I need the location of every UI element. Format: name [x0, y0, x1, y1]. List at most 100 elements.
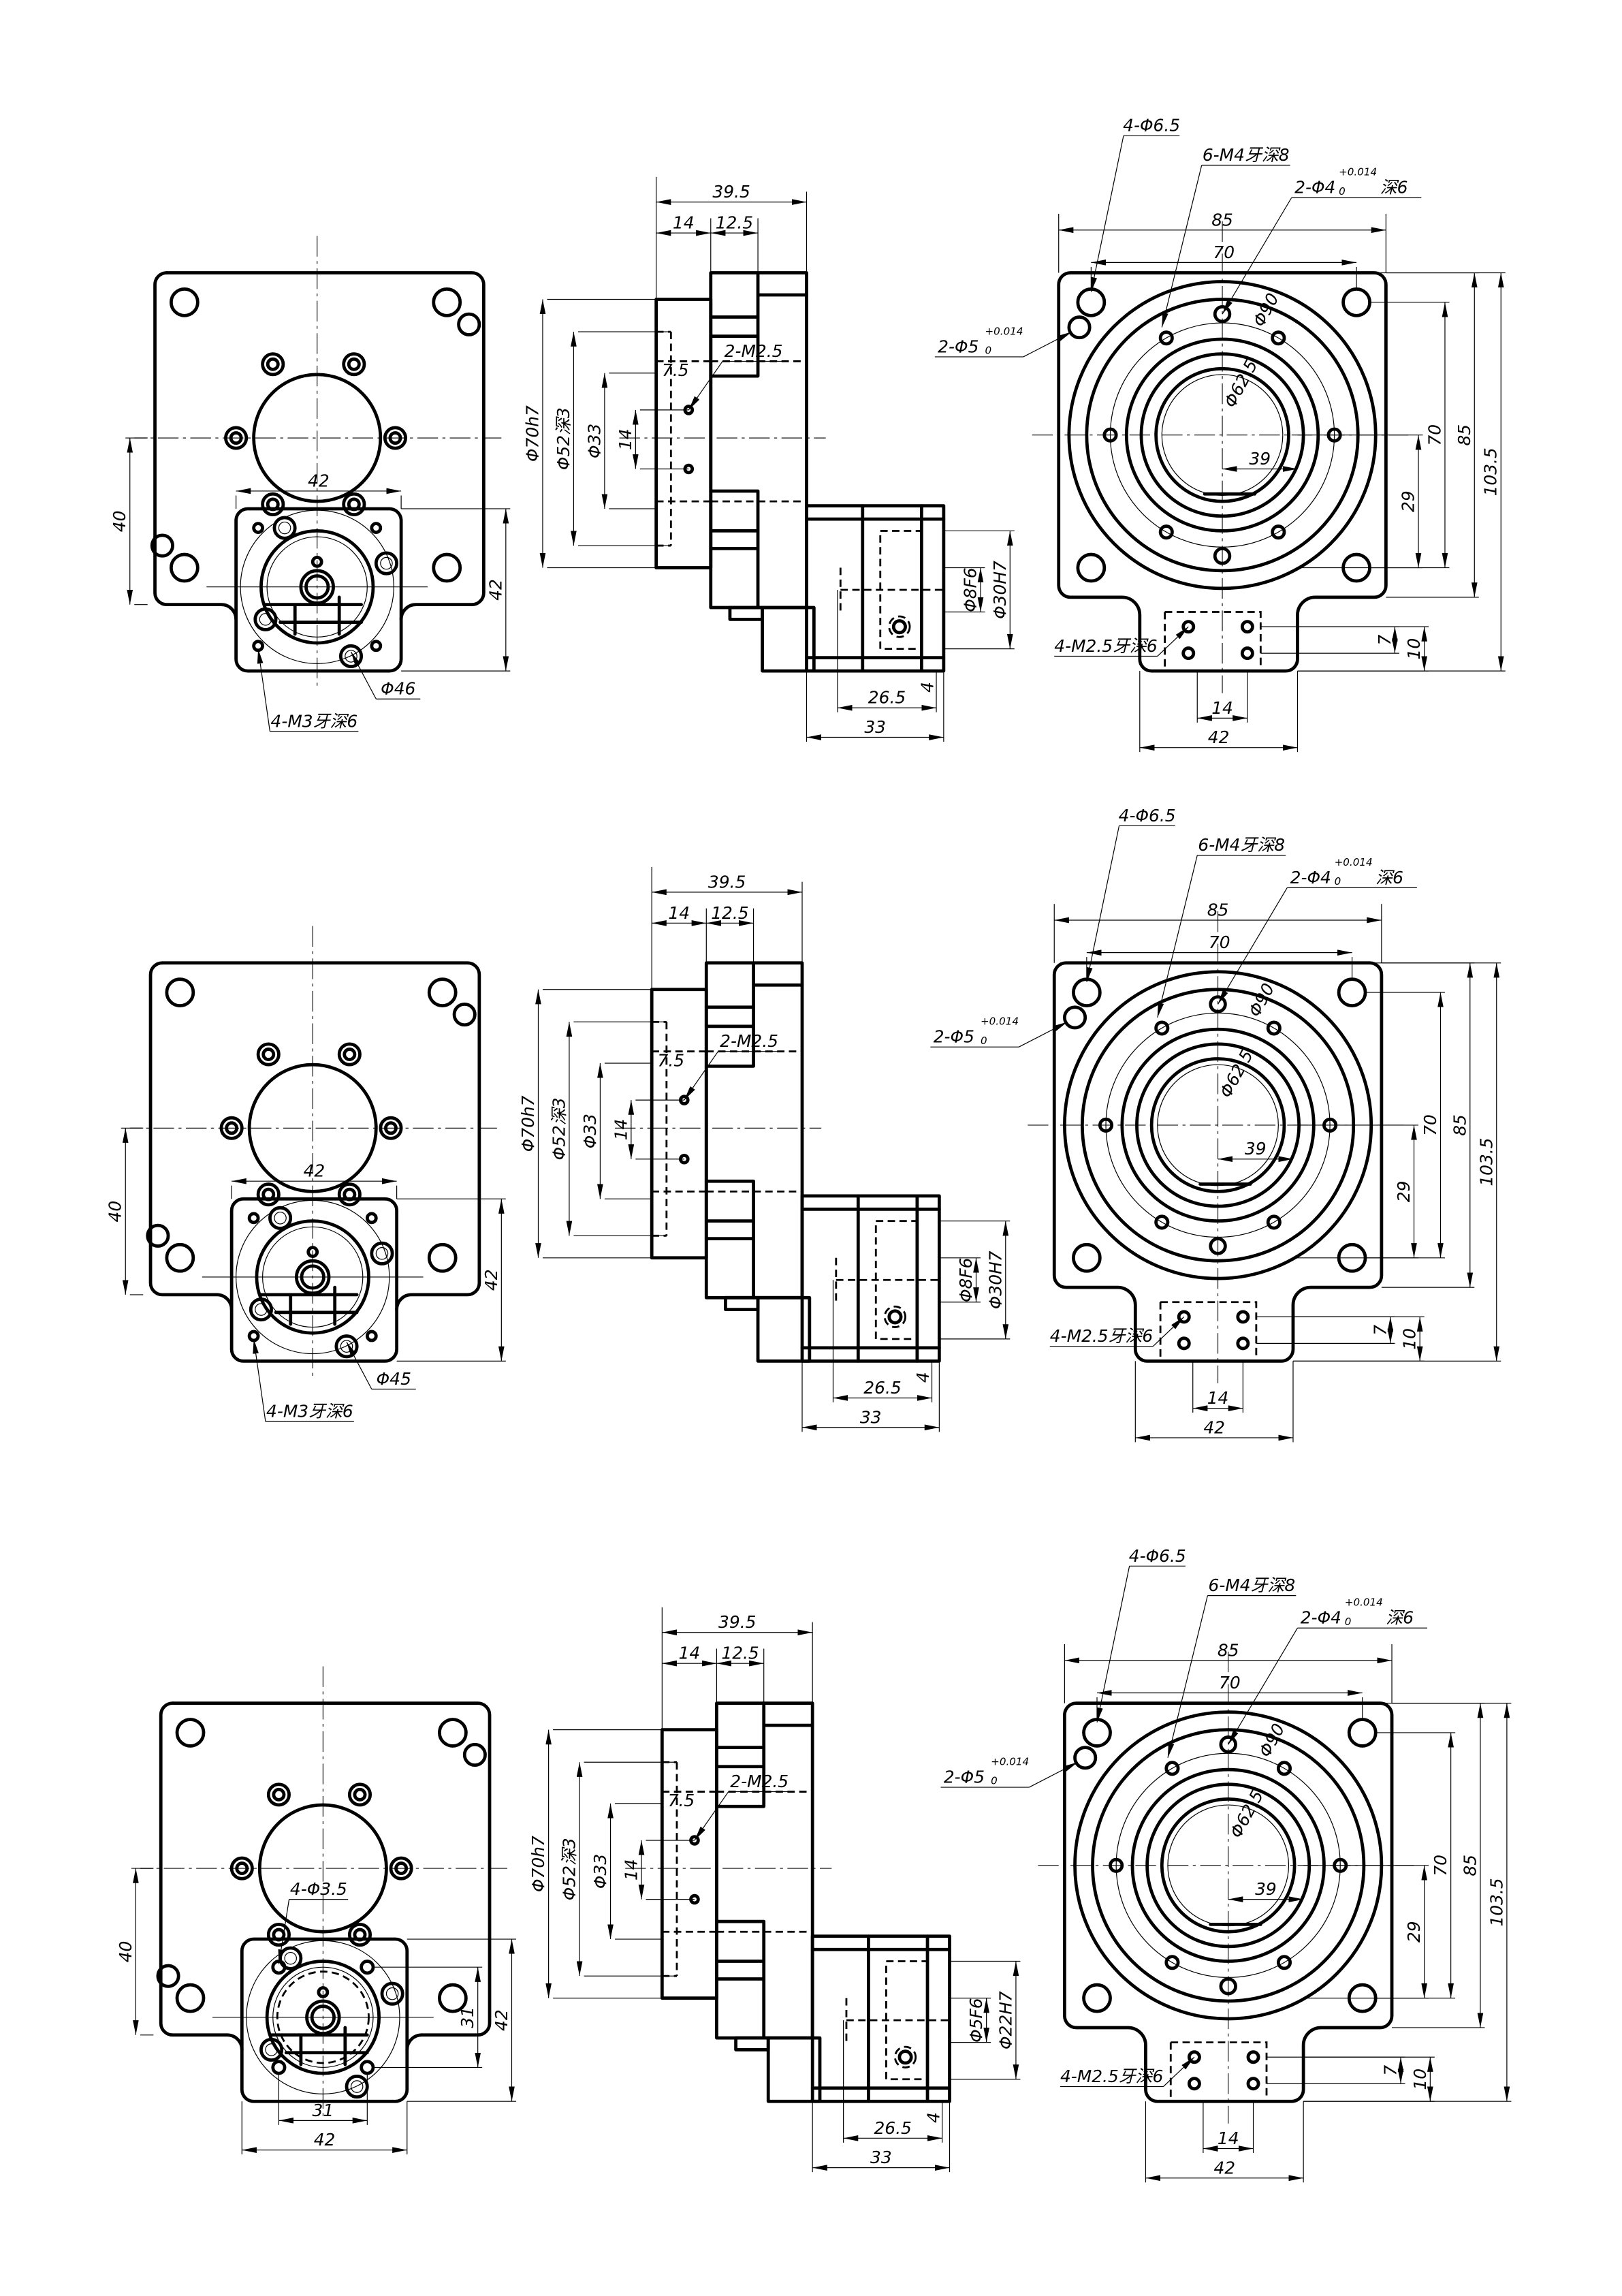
- bolt-hex: [375, 1247, 389, 1260]
- dim-label-s-b: 12.5: [721, 1644, 759, 1663]
- m4-tapped-hole: [1158, 330, 1174, 346]
- tab-tapped-hole: [1181, 646, 1196, 661]
- leader-line: [1157, 626, 1189, 657]
- dim-label-r-pin2: 2-Φ5: [934, 1027, 974, 1047]
- mount-hole: [383, 426, 407, 450]
- m4-tapped-hole: [1271, 330, 1286, 346]
- dim-label-r-h3: 103.5: [1476, 1137, 1496, 1186]
- dim-label-left-left: 40: [106, 1201, 125, 1223]
- leader-line: [1167, 1595, 1208, 1758]
- plate-outline: [148, 961, 234, 1311]
- motor-shaft-bore: [300, 1264, 325, 1290]
- housing-tab: [734, 2036, 770, 2051]
- leader-line: [688, 361, 723, 411]
- dowel-hole: [1063, 1005, 1087, 1030]
- dim-label-r-h1: 70: [1425, 424, 1444, 446]
- bolt-head: [253, 607, 278, 631]
- dim-label-r-pin-depth: 深6: [1380, 178, 1408, 198]
- bolt-head: [268, 1206, 293, 1230]
- dim-label-r-tab-w2: 42: [1203, 1417, 1225, 1437]
- dim-label-r-w2: 70: [1219, 1673, 1241, 1693]
- dim-label-s-b: 12.5: [716, 213, 753, 233]
- bolt-hex: [259, 613, 272, 626]
- center-bore: [1154, 366, 1290, 503]
- dim-label-left-holes: 4-Φ3.5: [290, 1879, 347, 1899]
- leader-line: [1090, 136, 1124, 292]
- dim-label-left-pcd: Φ46: [381, 679, 415, 699]
- dim-label-left-bottom1: 31: [313, 2101, 334, 2120]
- housing-step-bottom: [704, 1179, 755, 1300]
- dim-label-s-off: 7.5: [658, 1050, 685, 1070]
- m4-tapped-hole: [1271, 524, 1286, 540]
- pin-hole: [1213, 547, 1232, 565]
- dim-label-s-b: 12.5: [711, 903, 748, 923]
- dim-label-r-pcd1: Φ62.5: [1220, 356, 1262, 411]
- bolt-hex: [385, 1987, 399, 2000]
- corner-hole: [452, 1003, 477, 1027]
- housing-tab: [728, 606, 764, 621]
- leader-line: [1161, 165, 1203, 328]
- dim-label-s-len3: 33: [864, 717, 886, 737]
- dim-label-left-left: 40: [110, 511, 129, 533]
- hidden-detail: [270, 2026, 369, 2066]
- dim-label-r-tab-tap: 4-M2.5牙深6: [1050, 1326, 1153, 1346]
- bolt-head: [334, 1334, 359, 1359]
- dim-label-r-holes: 4-Φ6.5: [1129, 1546, 1186, 1566]
- keyway: [306, 1246, 319, 1259]
- dim-label-r-tab-tap: 4-M2.5牙深6: [1054, 636, 1157, 656]
- dim-label-r-holes: 4-Φ6.5: [1119, 806, 1176, 825]
- pin-hole: [1209, 1237, 1227, 1255]
- motor-tapped-hole: [247, 1212, 260, 1225]
- dim-label-s-a: 14: [668, 903, 690, 923]
- tab-tapped-hole: [1187, 2077, 1201, 2091]
- dim-label-left-top: 42: [308, 471, 330, 490]
- corner-hole: [150, 533, 174, 558]
- tab-tapped-hole: [1236, 1336, 1250, 1351]
- corner-hole: [146, 1223, 170, 1248]
- mount-hole: [266, 1782, 291, 1807]
- housing-outline: [1063, 1701, 1394, 2103]
- bolt-hex: [350, 2080, 364, 2093]
- motor-flange: [229, 1197, 398, 1363]
- housing-step-bottom: [715, 1919, 766, 2040]
- dim-label-r-tol-up: +0.014: [981, 1016, 1019, 1028]
- dim-label-r-w2: 70: [1213, 242, 1235, 262]
- dim-label-s-len1: 26.5: [863, 1378, 901, 1398]
- dim-label-r-tol-up: +0.014: [1345, 1597, 1383, 1609]
- mount-hole: [347, 1923, 372, 1947]
- dim-label-r-w1: 85: [1211, 210, 1233, 230]
- mount-hole: [1082, 1718, 1112, 1748]
- dim-label-s-a: 14: [679, 1644, 701, 1663]
- dim-label-s-d3: Φ33: [580, 1114, 600, 1148]
- corner-hole: [438, 1983, 468, 2013]
- corner-hole: [165, 1242, 195, 1273]
- motor-tapped-hole: [370, 640, 383, 652]
- dim-label-r-pin: 2-Φ4: [1301, 1608, 1341, 1628]
- dim-label-s-len2: 4: [913, 1372, 933, 1383]
- dim-label-s-total: 39.5: [712, 182, 750, 202]
- m4-tapped-hole: [1158, 524, 1174, 540]
- motor-adapter: [800, 1194, 941, 1363]
- dim-label-r-tol-lo: 0: [991, 1775, 998, 1787]
- leader-line: [684, 1051, 719, 1101]
- motor-tapped-hole: [271, 2060, 287, 2075]
- leader-line: [253, 1338, 266, 1422]
- dim-label-r-w2: 70: [1209, 932, 1230, 952]
- dim-label-r-h2: 85: [1450, 1114, 1469, 1136]
- coupling-screw: [897, 2049, 913, 2065]
- plate-outline: [160, 961, 481, 1311]
- bolt-hex: [274, 1212, 287, 1225]
- coupling-screw-ring: [883, 1305, 906, 1328]
- center-bore: [1160, 1797, 1297, 1934]
- dim-label-s-d2: Φ52深3: [560, 1838, 579, 1900]
- motor-adapter-detail: [805, 504, 946, 673]
- output-bore: [252, 373, 383, 503]
- hidden-shaft: [845, 1998, 950, 2043]
